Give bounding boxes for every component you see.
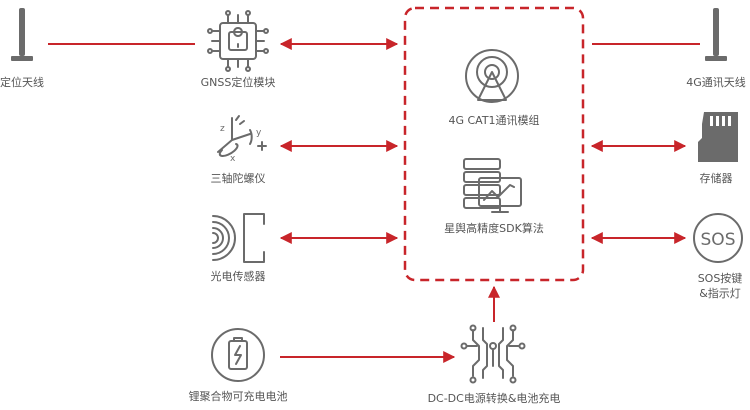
antenna-icon bbox=[11, 8, 33, 61]
dcdc-label: DC-DC电源转换&电池充电 bbox=[428, 391, 561, 405]
sos-label-line2: &指示灯 bbox=[699, 286, 741, 300]
axis-z-label: z bbox=[220, 124, 225, 134]
photo-sensor-label: 光电传感器 bbox=[211, 269, 266, 283]
photo-sensor-icon bbox=[212, 213, 265, 263]
cat1-module-label: 4G CAT1通讯模组 bbox=[448, 113, 539, 127]
sos-text: SOS bbox=[701, 230, 736, 250]
antenna-icon bbox=[705, 8, 727, 61]
sd-card-icon bbox=[698, 112, 738, 162]
gyroscope-icon: z y x bbox=[217, 115, 267, 164]
axis-y-label: y bbox=[256, 128, 262, 138]
signal-tower-icon bbox=[465, 49, 519, 103]
sos-label-line1: SOS按键 bbox=[698, 271, 743, 285]
axis-x-label: x bbox=[230, 154, 236, 164]
positioning-antenna-label: 定位天线 bbox=[0, 75, 44, 89]
core-module-box bbox=[403, 6, 585, 282]
storage-label: 存储器 bbox=[700, 171, 733, 185]
gyroscope-label: 三轴陀螺仪 bbox=[211, 171, 266, 185]
battery-icon bbox=[211, 328, 265, 382]
sos-button-icon: SOS bbox=[693, 213, 743, 263]
comm-antenna-label: 4G通讯天线 bbox=[686, 75, 746, 89]
chip-icon bbox=[207, 10, 269, 72]
sdk-label: 星舆高精度SDK算法 bbox=[444, 221, 544, 235]
server-monitor-icon bbox=[463, 158, 522, 213]
circuit-icon bbox=[460, 324, 526, 384]
gnss-module-label: GNSS定位模块 bbox=[201, 75, 276, 89]
battery-label: 锂聚合物可充电电池 bbox=[189, 389, 288, 403]
